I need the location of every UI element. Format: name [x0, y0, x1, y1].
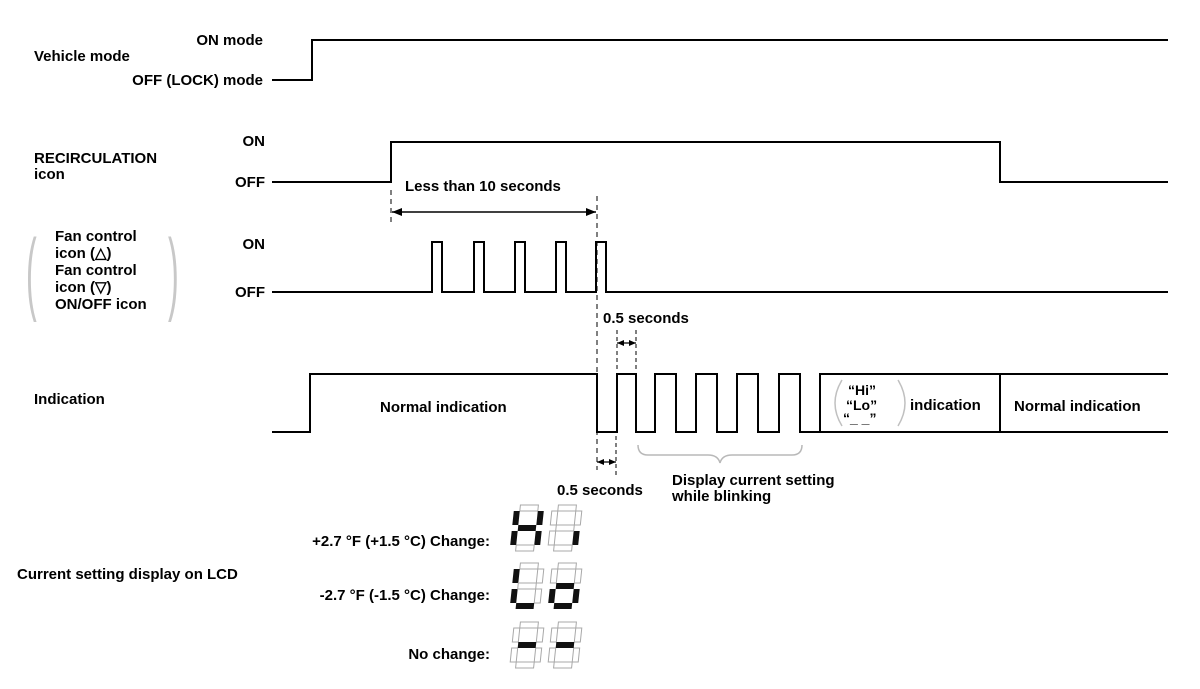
blink-label-2: while blinking	[672, 488, 772, 505]
lcd-segment-c	[572, 531, 580, 545]
lcd-segment-f	[549, 510, 559, 526]
lcd-segment-a	[557, 562, 577, 570]
recirculation-label-1: RECIRCULATION	[34, 150, 158, 167]
half-bottom-arrowhead-l	[597, 459, 604, 465]
lcd-segment-a	[519, 621, 539, 629]
lcd-segment-e	[547, 647, 557, 663]
lcd-segment-e	[547, 530, 557, 546]
lcd-segment-f	[512, 569, 520, 583]
lcd-segment-f	[549, 627, 559, 643]
fan-label-5: ON/OFF icon	[55, 296, 147, 313]
vehicle-mode-waveform	[272, 39, 1168, 81]
fan-label-3: Fan control	[55, 262, 137, 279]
arrowhead-left	[392, 208, 402, 216]
indication-label: Indication	[34, 391, 105, 408]
lcd-row-none-label: No change:	[408, 646, 490, 663]
normal-indication-1: Normal indication	[380, 399, 507, 416]
lcd-segment-d	[515, 544, 535, 552]
fan-label-1: Fan control	[55, 228, 137, 245]
blink-brace	[637, 444, 803, 464]
lcd-segment-a	[557, 621, 577, 629]
lcd-segment-d	[553, 661, 573, 669]
lcd-segment-f	[549, 568, 559, 584]
lcd-segment-f	[511, 627, 521, 643]
lcd-segment-a	[519, 504, 539, 512]
lcd-title: Current setting display on LCD	[17, 566, 238, 583]
fan-paren-left: (	[26, 221, 37, 323]
hilo-dash: “_ _”	[843, 410, 877, 426]
hilo-hi: “Hi”	[848, 382, 876, 398]
lcd-segment-b	[573, 627, 583, 643]
blink-label-1: Display current setting	[672, 472, 835, 489]
lcd-segment-e	[548, 589, 556, 603]
half-top-arrowhead-l	[617, 340, 624, 346]
fan-control-waveform	[272, 241, 1168, 293]
lcd-segment-b	[535, 627, 545, 643]
lcd-segment-e	[510, 589, 518, 603]
lcd-segment-b	[536, 511, 544, 525]
lcd-segment-a	[557, 504, 577, 512]
recirculation-label-2: icon	[34, 166, 65, 183]
hilo-indication: indication	[910, 397, 981, 414]
fan-paren-right: )	[168, 221, 179, 323]
lcd-segment-g	[555, 524, 575, 532]
half-sec-bottom-label: 0.5 seconds	[557, 482, 643, 499]
vehicle-mode-low: OFF (LOCK) mode	[132, 72, 263, 89]
recirculation-high: ON	[242, 133, 266, 150]
lcd-row-hi-label: +2.7 °F (+1.5 °C) Change:	[312, 533, 490, 550]
fan-label-2: icon (△)	[55, 245, 112, 262]
lcd-segment-c	[571, 647, 581, 663]
fan-high: ON	[242, 236, 266, 253]
lcd-segment-c	[533, 647, 543, 663]
fan-low: OFF	[235, 284, 265, 301]
lcd-segment-f	[512, 511, 520, 525]
hilo-paren-right	[897, 379, 906, 427]
vehicle-mode-high: ON mode	[196, 32, 263, 49]
lcd-segment-g	[555, 583, 575, 589]
hilo-paren-left	[834, 379, 843, 427]
hilo-lo: “Lo”	[846, 397, 878, 413]
lcd-segment-g	[517, 582, 537, 590]
lcd-segment-d	[553, 603, 573, 609]
lcd-segment-e	[509, 647, 519, 663]
recirculation-waveform	[272, 141, 1168, 183]
lcd-segment-g	[517, 642, 537, 648]
lcd-segment-a	[519, 562, 539, 570]
recirculation-low: OFF	[235, 174, 265, 191]
fan-label-4: icon (▽)	[55, 279, 112, 296]
lcd-segment-e	[510, 531, 518, 545]
lcd-segment-d	[553, 544, 573, 552]
lcd-segment-b	[573, 568, 583, 584]
arrowhead-right	[586, 208, 596, 216]
lcd-segment-c	[533, 588, 543, 604]
lcd-segment-d	[515, 603, 535, 609]
lcd-segment-b	[573, 510, 583, 526]
lcd-segment-c	[534, 531, 542, 545]
lcd-segment-g	[555, 642, 575, 648]
normal-indication-2: Normal indication	[1014, 398, 1141, 415]
half-sec-top-label: 0.5 seconds	[603, 310, 689, 327]
half-top-arrowhead-r	[629, 340, 636, 346]
less-than-10-label: Less than 10 seconds	[405, 178, 561, 195]
lcd-segment-c	[572, 589, 580, 603]
lcd-segment-d	[515, 661, 535, 669]
lcd-row-lo-label: -2.7 °F (-1.5 °C) Change:	[319, 587, 490, 604]
vehicle-mode-label: Vehicle mode	[34, 48, 130, 65]
indication-waveform	[272, 373, 1168, 433]
lcd-segment-g	[517, 525, 537, 531]
lcd-segment-b	[535, 568, 545, 584]
half-bottom-arrowhead-r	[609, 459, 616, 465]
